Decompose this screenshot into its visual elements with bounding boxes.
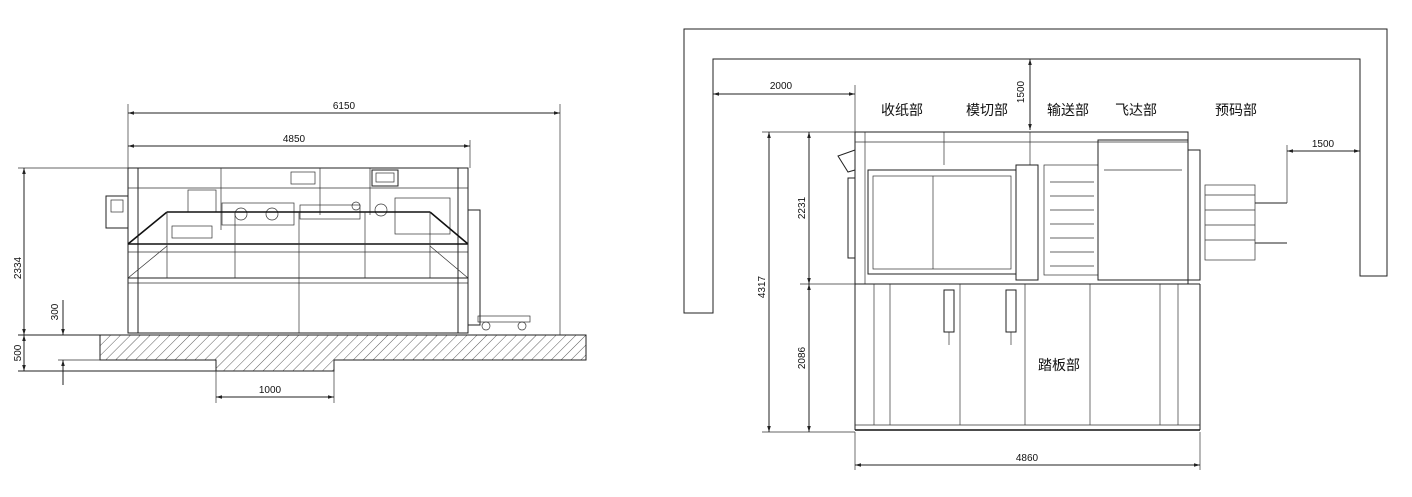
side-platform [854, 283, 1201, 430]
dim-2231: 2231 [797, 196, 808, 219]
label-platform: 踏板部 [1038, 357, 1080, 373]
section-labels: 收纸部 模切部 输送部 飞达部 预码部 踏板部 [881, 102, 1257, 373]
dim-2086: 2086 [797, 346, 808, 369]
front-machine [105, 167, 531, 334]
dim-1500-right: 1500 [1312, 139, 1335, 150]
label-transfer: 输送部 [1047, 102, 1089, 118]
label-pre-stack: 预码部 [1215, 102, 1257, 118]
front-dimensions: 6150 4850 2334 300 500 1000 [13, 101, 561, 403]
label-delivery: 收纸部 [881, 102, 923, 118]
dim-1000: 1000 [259, 385, 282, 396]
label-die-cutting: 模切部 [966, 102, 1008, 118]
dim-1500-top: 1500 [1016, 80, 1027, 103]
label-feeder: 飞达部 [1115, 102, 1157, 118]
dim-2000: 2000 [770, 81, 793, 92]
dim-4850: 4850 [283, 134, 306, 145]
side-view: 收纸部 模切部 输送部 飞达部 预码部 踏板部 2000 1500 1500 2… [683, 28, 1388, 470]
clearance-boundary [683, 28, 1388, 314]
dim-2334: 2334 [13, 256, 24, 279]
dim-4860: 4860 [1016, 453, 1039, 464]
foundation [18, 334, 587, 372]
dim-4317: 4317 [757, 275, 768, 298]
side-machine [837, 131, 1287, 285]
side-dimensions: 2000 1500 1500 2231 2086 4317 4860 [713, 59, 1360, 470]
front-view: 6150 4850 2334 300 500 1000 [13, 101, 587, 403]
dim-6150: 6150 [333, 101, 356, 112]
dim-300: 300 [50, 303, 61, 320]
dim-500: 500 [13, 344, 24, 361]
